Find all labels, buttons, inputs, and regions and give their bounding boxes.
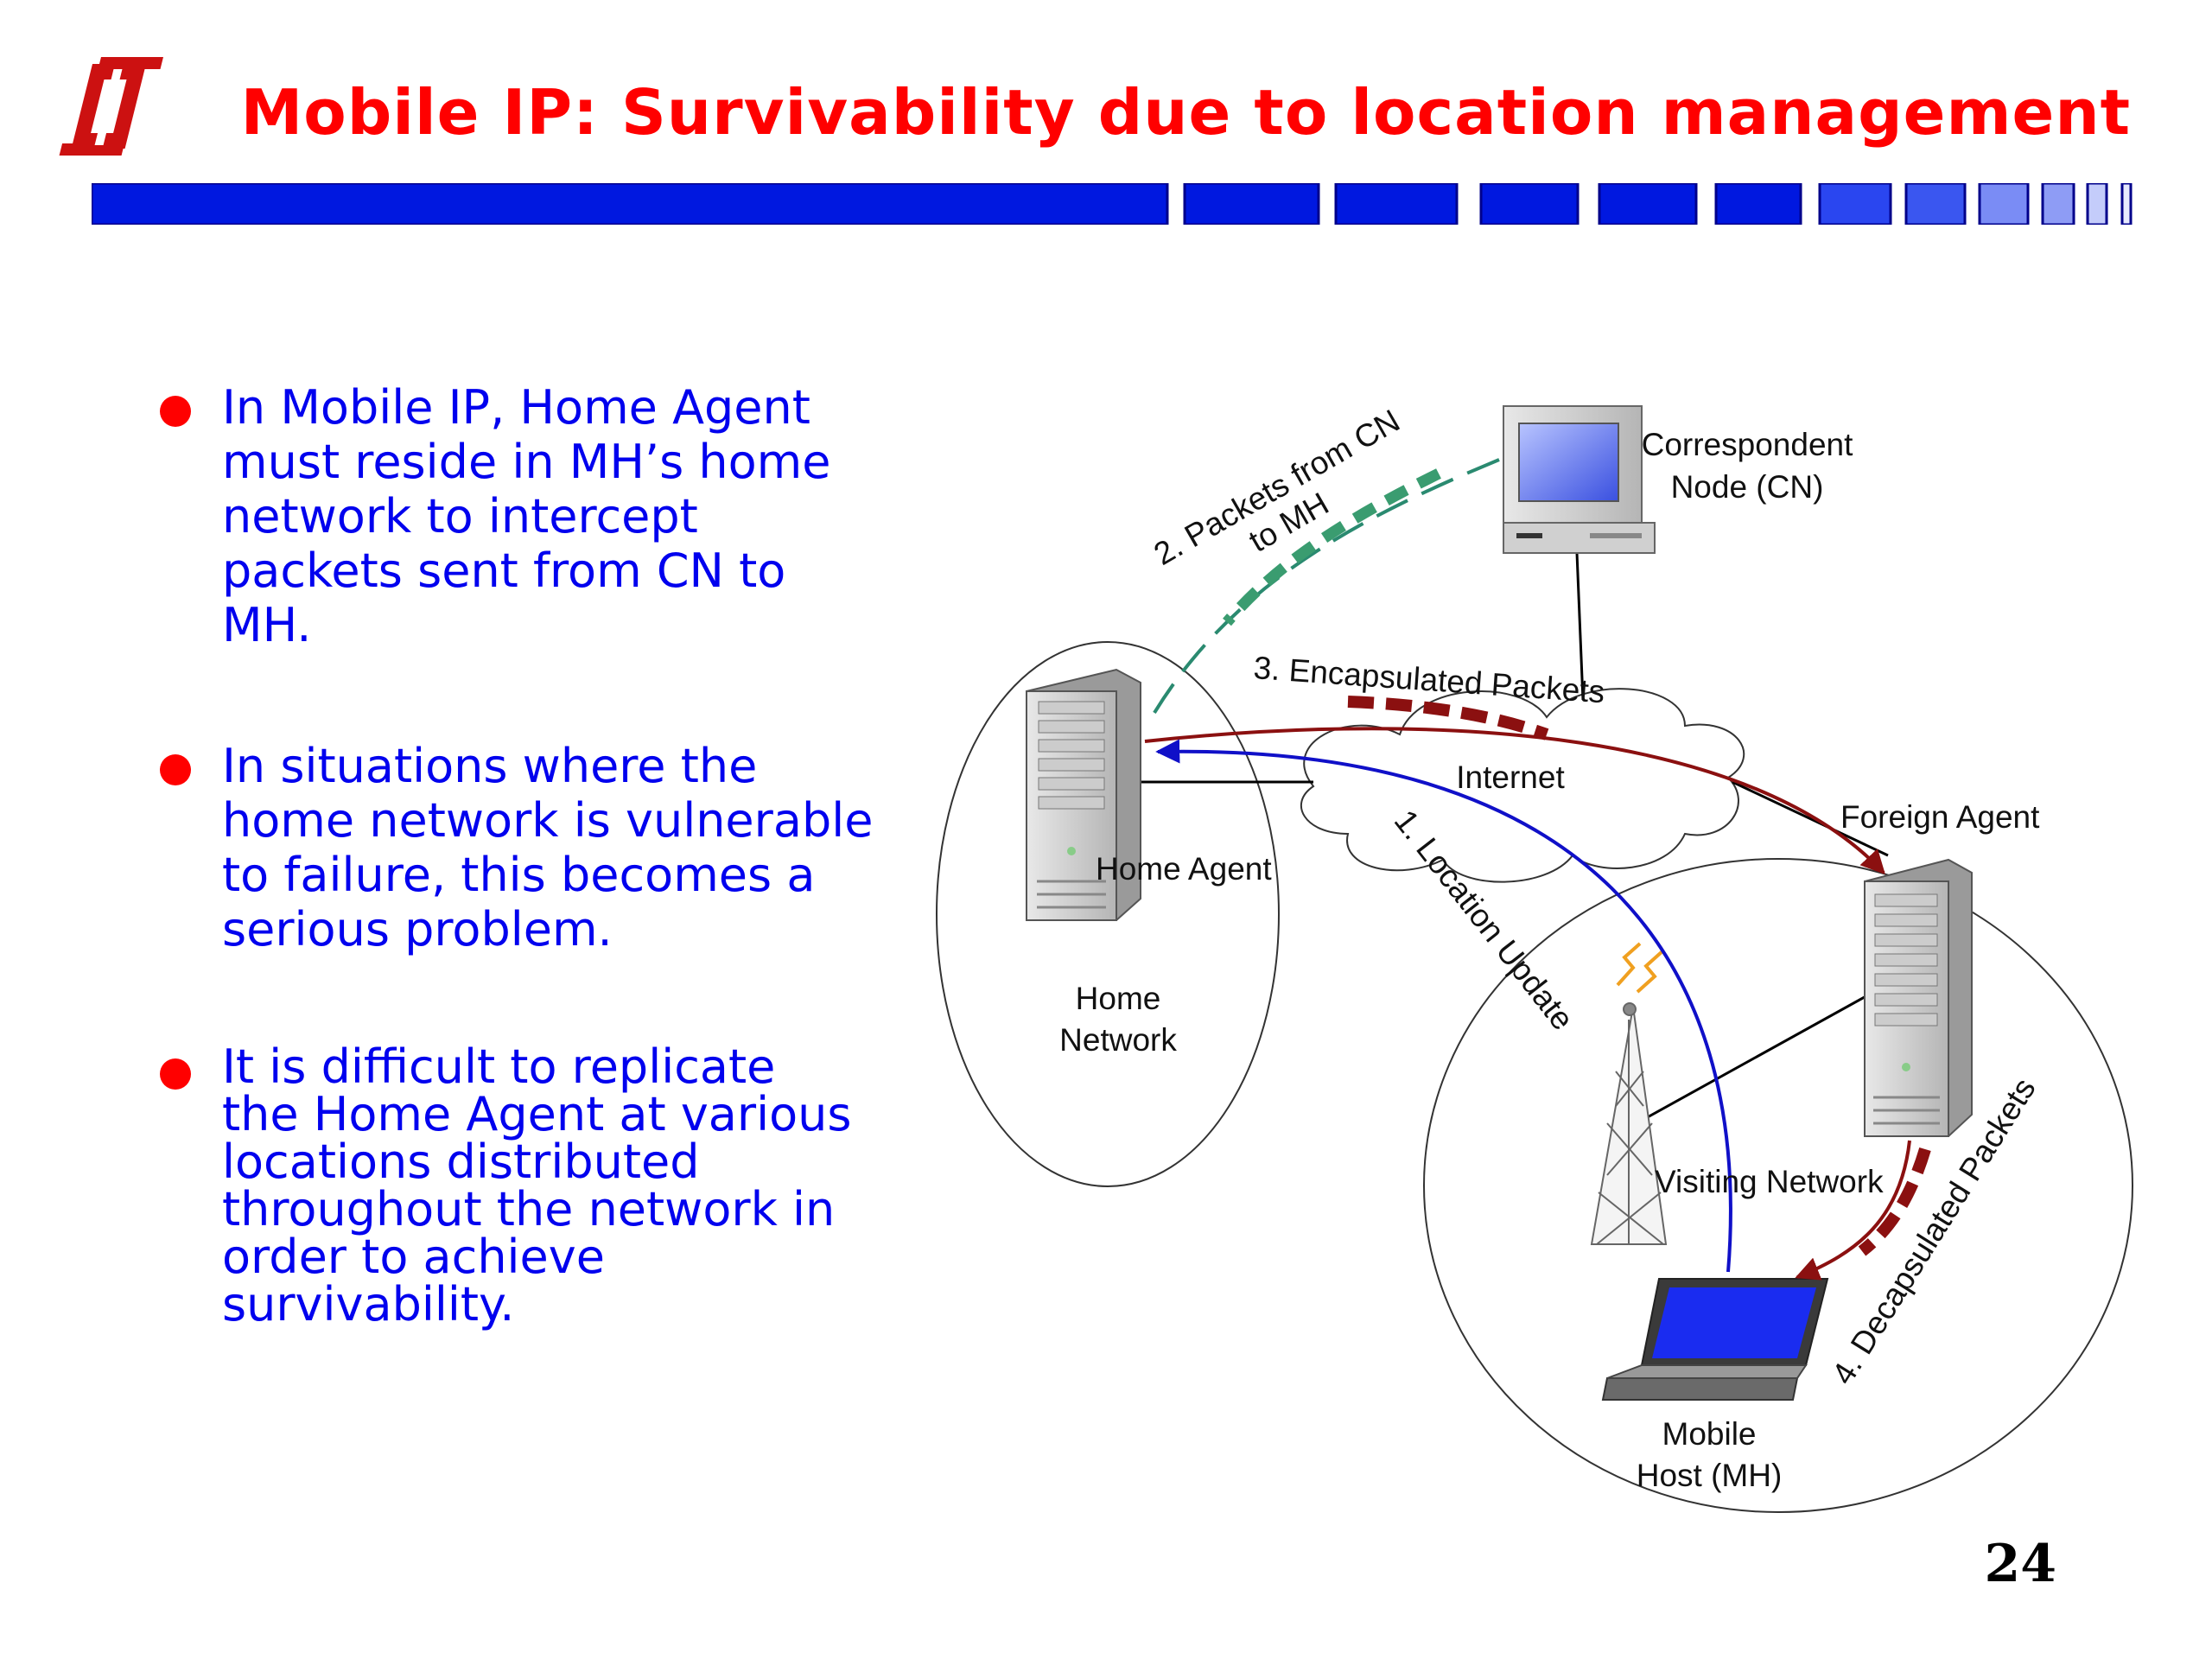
bullet-dot-icon	[160, 1058, 191, 1090]
packets-from-cn-path	[1223, 468, 1441, 626]
title-divider-bar	[92, 183, 2133, 225]
home-network-label: Home	[1076, 981, 1161, 1016]
bar-segment	[1978, 183, 2030, 225]
bullet-line: must reside in MH’s home	[222, 435, 831, 489]
bullet-line: home network is vulnerable	[222, 793, 874, 848]
bullet-line: In situations where the	[222, 739, 758, 793]
link-line	[1575, 552, 1585, 701]
home-network-label: Network	[1059, 1022, 1177, 1058]
university-logo-icon	[59, 57, 164, 156]
bullet-line: locations distributed	[222, 1135, 700, 1189]
internet-label: Internet	[1456, 760, 1565, 795]
bullet-line: MH.	[222, 598, 312, 652]
visiting-network-circle	[1423, 858, 2133, 1513]
bullet-line: network to intercept	[222, 489, 698, 543]
bar-segment	[1714, 183, 1802, 225]
encapsulated-packets-path	[1144, 727, 1885, 875]
bullet-line: the Home Agent at various	[222, 1087, 852, 1141]
mobile-host-label: Mobile	[1662, 1416, 1757, 1452]
bullet-line: In Mobile IP, Home Agent	[222, 380, 810, 435]
laptop-icon	[1601, 1278, 1829, 1401]
home-agent-label: Home Agent	[1096, 851, 1272, 887]
cloud-icon	[1300, 688, 1745, 883]
desktop-computer-icon	[1503, 405, 1656, 554]
radio-tower-icon	[1590, 942, 1668, 1245]
packets-from-cn-path	[1147, 458, 1500, 723]
bullet-list: In Mobile IP, Home Agent must reside in …	[160, 380, 955, 1414]
bullet-line: throughout the network in	[222, 1182, 836, 1236]
bar-segment	[1183, 183, 1320, 225]
page-number: 24	[1984, 1534, 2057, 1594]
bar-segment	[1479, 183, 1580, 225]
encapsulated-packets-dashes	[1347, 696, 1549, 741]
mobile-host-label: Host (MH)	[1637, 1458, 1783, 1493]
correspondent-node-label: Node (CN)	[1671, 469, 1824, 505]
link-line	[1732, 780, 1889, 857]
bullet-dot-icon	[160, 754, 191, 785]
encapsulated-packets-label: 3. Encapsulated Packets	[1252, 650, 1605, 709]
foreign-agent-label: Foreign Agent	[1840, 799, 2040, 835]
decapsulated-packets-dashes	[1858, 1147, 1931, 1256]
slide-title: Mobile IP: Survivability due to location…	[240, 76, 2131, 149]
bar-segment	[1904, 183, 1967, 225]
bullet-line: packets sent from CN to	[222, 543, 786, 598]
bullet-line: It is difficult to replicate	[222, 1039, 776, 1094]
correspondent-node-label: Correspondent	[1642, 427, 1853, 462]
location-update-path	[1155, 739, 1732, 1273]
bullet-line: to failure, this becomes a	[222, 848, 816, 902]
bullet-item: In Mobile IP, Home Agent must reside in …	[160, 380, 955, 652]
mobile-ip-diagram: Correspondent Node (CN) Home Agent Home …	[936, 403, 2133, 1513]
bar-segment	[2041, 183, 2075, 225]
bullet-item: In situations where the home network is …	[160, 739, 955, 957]
bar-segment	[2086, 183, 2108, 225]
visiting-network-label: Visiting Network	[1655, 1164, 1884, 1199]
bar-segment	[2120, 183, 2133, 225]
server-icon	[1026, 668, 1141, 921]
bar-segment	[1818, 183, 1892, 225]
server-icon	[1864, 858, 1973, 1137]
bullet-line: serious problem.	[222, 902, 613, 957]
bar-segment	[1598, 183, 1698, 225]
bullet-item: It is difficult to replicate the Home Ag…	[160, 1043, 955, 1328]
bar-segment	[1334, 183, 1459, 225]
home-network-ellipse	[936, 641, 1280, 1187]
decapsulated-packets-path	[1795, 1140, 1911, 1281]
bullet-line: order to achieve	[222, 1230, 605, 1284]
bar-segment	[92, 183, 1169, 225]
link-line	[1628, 992, 1872, 1129]
bullet-line: survivability.	[222, 1277, 515, 1332]
bullet-dot-icon	[160, 396, 191, 427]
